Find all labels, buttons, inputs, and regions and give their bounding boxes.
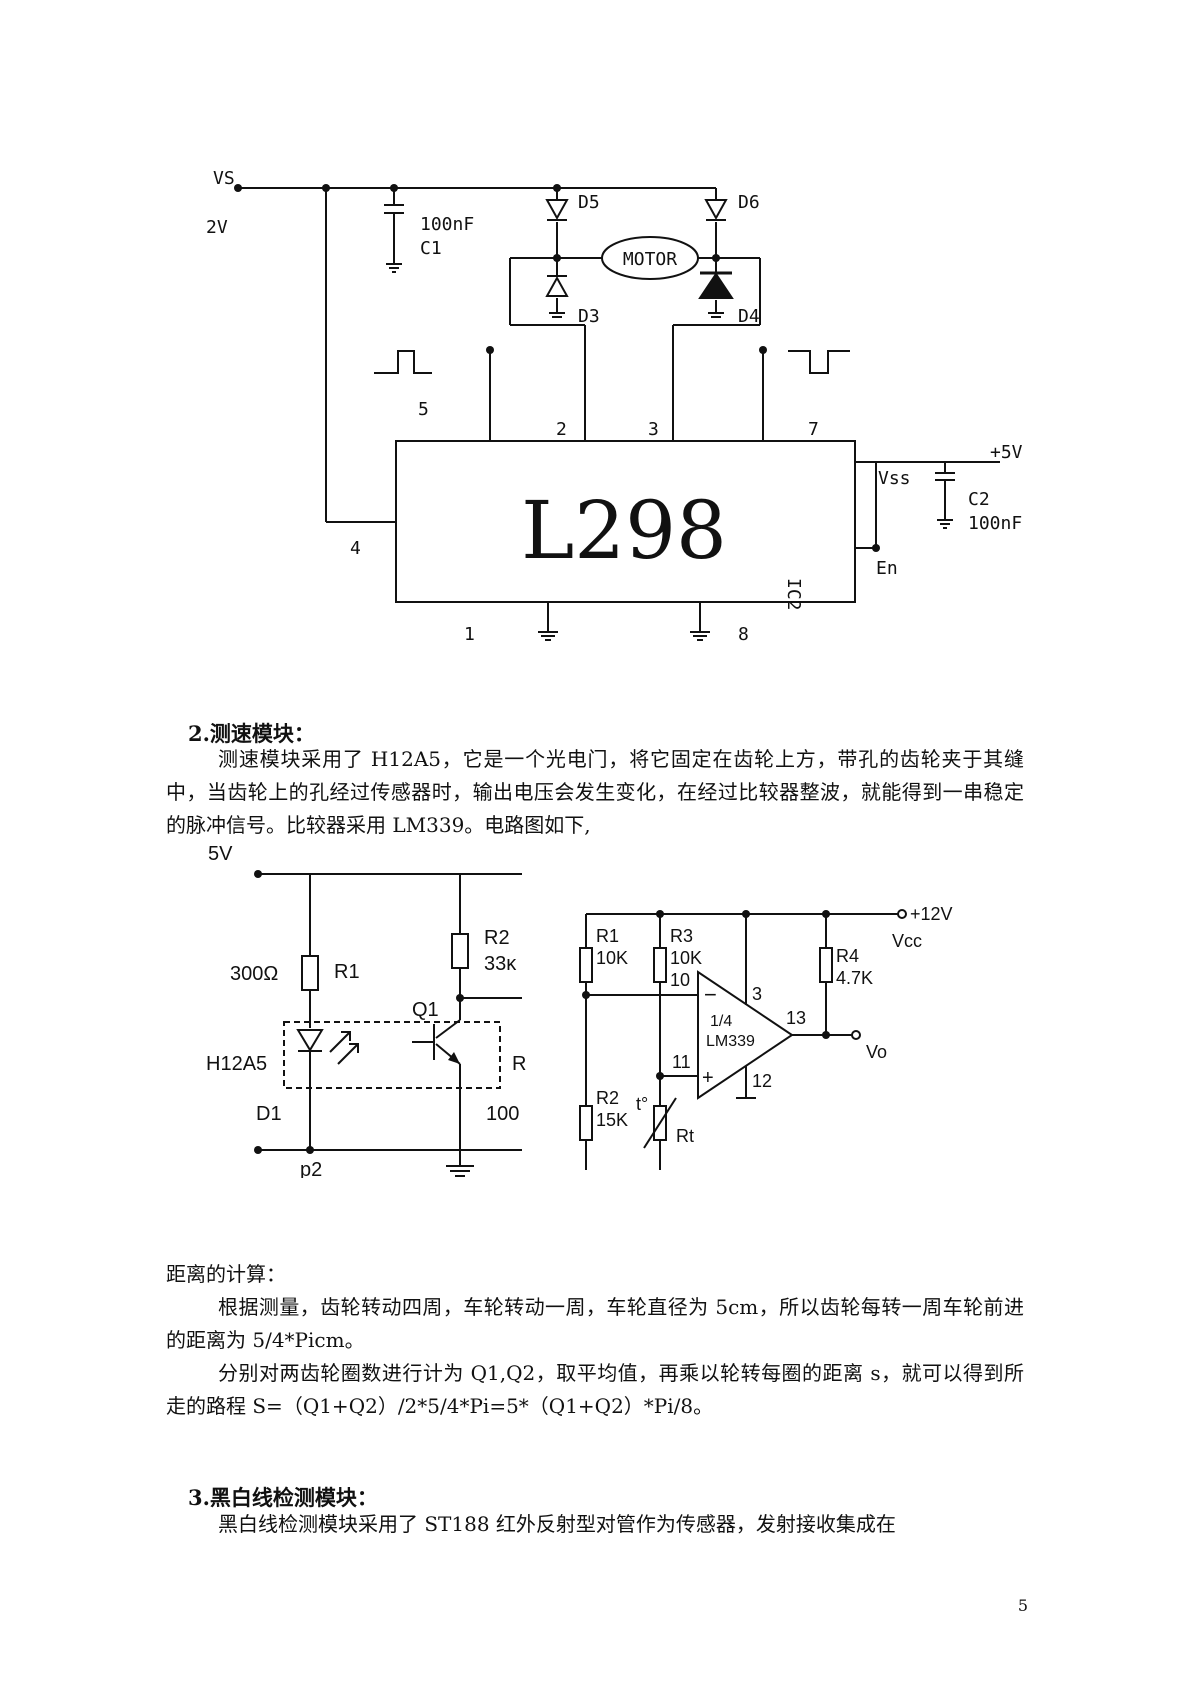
h12a5-label: H12A5 bbox=[206, 1053, 267, 1075]
pin3-label: 3 bbox=[752, 984, 762, 1004]
pin1-label: 1 bbox=[464, 624, 475, 645]
c2-label: C2 bbox=[968, 489, 990, 510]
d4-label: D4 bbox=[738, 306, 760, 327]
section3-paragraph: 黑白线检测模块采用了 ST188 红外反射型对管作为传感器，发射接收集成在 bbox=[218, 1512, 896, 1536]
r2-value-label: 15K bbox=[596, 1110, 628, 1130]
distance-paragraph-1: 根据测量，齿轮转动四周，车轮转动一周，车轮直径为 5cm，所以齿轮每转一周车轮前… bbox=[166, 1295, 1024, 1352]
pin13-label: 13 bbox=[786, 1008, 806, 1028]
pin7-label: 7 bbox=[808, 419, 819, 440]
r4-label: R4 bbox=[836, 946, 859, 966]
lm339-label: LM339 bbox=[706, 1033, 755, 1050]
d3-label: D3 bbox=[578, 306, 600, 327]
speed-sensor-circuit-diagram: 5V 300Ω R1 R2 33κ Q1 H12A5 D1 p2 R 100 bbox=[206, 843, 526, 1178]
pin2-label: 2 bbox=[556, 419, 567, 440]
r-cut-label: R bbox=[512, 1053, 526, 1075]
supply-voltage-label: 2V bbox=[206, 217, 228, 238]
pin11-label: 11 bbox=[672, 1052, 691, 1072]
pin8-label: 8 bbox=[738, 624, 749, 645]
r1-value-label: 300Ω bbox=[230, 963, 278, 985]
c1-label: C1 bbox=[420, 238, 442, 259]
r1-label: R1 bbox=[334, 961, 360, 983]
r3-label: R3 bbox=[670, 926, 693, 946]
section3-heading: 3.黑白线检测模块： bbox=[188, 1485, 378, 1510]
en-label: En bbox=[876, 558, 898, 579]
r2-value-label: 33κ bbox=[484, 953, 517, 975]
motor-label: MOTOR bbox=[623, 249, 677, 270]
p2-label: p2 bbox=[300, 1159, 322, 1178]
pin3-label: 3 bbox=[648, 419, 659, 440]
d5-label: D5 bbox=[578, 192, 600, 213]
plus12v-label: +12V bbox=[910, 904, 953, 924]
r4-value-label: 4.7K bbox=[836, 968, 873, 988]
c2-value-label: 100nF bbox=[968, 513, 1022, 534]
ic2-label: IC2 bbox=[783, 578, 804, 611]
temperature-label: t° bbox=[636, 1094, 648, 1114]
vcc-label: Vcc bbox=[892, 931, 922, 951]
comparator-circuit-diagram: +12V Vcc R1 10K R3 10K 10 3 R4 4.7K 1/4 … bbox=[579, 904, 953, 1170]
c1-value-label: 100nF bbox=[420, 214, 474, 235]
diode-d4-icon bbox=[698, 272, 734, 299]
r1-label: R1 bbox=[596, 926, 619, 946]
r1-value-label: 10K bbox=[596, 948, 628, 968]
pin4-label: 4 bbox=[350, 538, 361, 559]
section2-paragraph: 测速模块采用了 H12A5，它是一个光电门，将它固定在齿轮上方，带孔的齿轮夹于其… bbox=[166, 747, 1024, 837]
inverting-input-label: − bbox=[704, 982, 717, 1007]
quarter-label: 1/4 bbox=[710, 1013, 732, 1030]
pin10-label: 10 bbox=[670, 970, 690, 990]
l298-circuit-diagram: VS 2V 100nF C1 D5 D6 MOTOR D3 D4 5 2 3 7… bbox=[206, 168, 1023, 645]
rt-label: Rt bbox=[676, 1126, 694, 1146]
plus5v-label: +5V bbox=[990, 442, 1023, 463]
100-cut-label: 100 bbox=[486, 1103, 519, 1125]
r2-label: R2 bbox=[596, 1088, 619, 1108]
noninverting-input-label: + bbox=[702, 1067, 714, 1089]
vss-label: Vss bbox=[878, 468, 911, 489]
vs-label: VS bbox=[213, 168, 235, 189]
page-number: 5 bbox=[1017, 1596, 1028, 1615]
distance-paragraph-2: 分别对两齿轮圈数进行计为 Q1,Q2，取平均值，再乘以轮转每圈的距离 s，就可以… bbox=[166, 1361, 1024, 1418]
r3-value-label: 10K bbox=[670, 948, 702, 968]
pin12-label: 12 bbox=[752, 1071, 772, 1091]
vo-label: Vo bbox=[866, 1042, 887, 1062]
chip-label: L298 bbox=[521, 484, 727, 577]
motor-symbol bbox=[601, 236, 699, 280]
5v-label: 5V bbox=[208, 843, 233, 865]
d6-label: D6 bbox=[738, 192, 760, 213]
d1-label: D1 bbox=[256, 1103, 282, 1125]
q1-label: Q1 bbox=[412, 999, 439, 1021]
pin5-label: 5 bbox=[418, 399, 429, 420]
r2-label: R2 bbox=[484, 927, 510, 949]
distance-heading: 距离的计算： bbox=[166, 1262, 286, 1286]
section2-heading: 2.测速模块： bbox=[188, 721, 315, 746]
